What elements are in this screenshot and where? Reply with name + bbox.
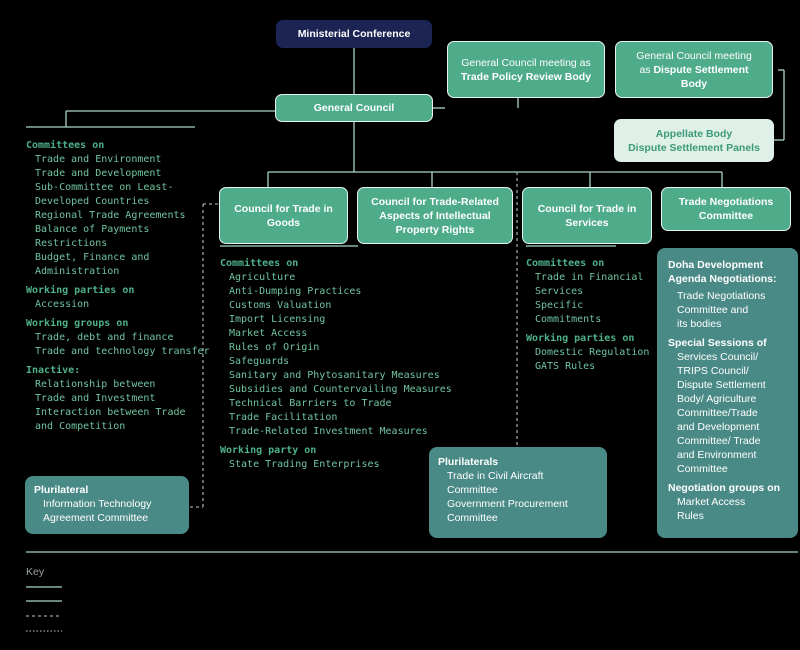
- panel-item: Committee: [447, 484, 498, 496]
- panel-heading: Special Sessions of: [668, 337, 767, 349]
- list-item: Budget, Finance and: [35, 252, 150, 263]
- list-item: Trade Facilitation: [229, 412, 338, 423]
- panel-item: and Development: [677, 421, 760, 433]
- panel-item: Body/ Agriculture: [677, 393, 757, 405]
- list-item: Technical Barriers to Trade: [229, 398, 392, 409]
- panel-item: Government Procurement: [447, 498, 568, 510]
- ministerial-conference-box: Ministerial Conference: [276, 20, 432, 48]
- group-heading: Working party on: [220, 445, 317, 456]
- list-item: Administration: [35, 266, 120, 277]
- group-heading: Committees on: [220, 258, 299, 269]
- panel-item: Trade in Civil Aircraft: [447, 470, 544, 482]
- group-heading: Inactive:: [26, 365, 81, 376]
- list-item: Relationship between: [35, 379, 156, 390]
- panel-item: and Environment: [677, 449, 757, 461]
- list-item: Safeguards: [229, 356, 290, 367]
- council-goods-box: Council for Trade in Goods: [219, 187, 348, 244]
- panel-item: Information Technology: [43, 498, 152, 510]
- list-item: Specific: [535, 300, 584, 311]
- council-goods-label: Council for Trade in Goods: [234, 202, 333, 229]
- list-item: Services: [535, 286, 584, 297]
- council-trips-box: Council for Trade-Related Aspects of Int…: [357, 187, 513, 244]
- list-item: Interaction between Trade: [35, 407, 186, 418]
- list-item: Trade and Investment: [35, 393, 156, 404]
- list-item: Trade and Environment: [35, 154, 162, 165]
- tnc-label: Trade Negotiations Committee: [678, 196, 774, 222]
- dispute-panels-label: Dispute Settlement Panels: [628, 141, 760, 154]
- general-council-box: General Council: [275, 94, 433, 122]
- panel-item: its bodies: [677, 318, 722, 330]
- list-item: Developed Countries: [35, 196, 150, 207]
- group-heading: Committees on: [26, 140, 105, 151]
- list-item: and Competition: [35, 421, 126, 432]
- list-item: Domestic Regulation: [535, 347, 650, 358]
- group-heading: Working parties on: [26, 285, 135, 296]
- list-item: Trade, debt and finance: [35, 332, 174, 343]
- list-item: Market Access: [229, 328, 308, 339]
- list-item: Restrictions: [35, 238, 108, 249]
- list-item: Trade and technology transfer: [35, 346, 210, 357]
- gc-dsb-label: General Council meeting as Dispute Settl…: [636, 49, 752, 90]
- list-item: Trade-Related Investment Measures: [229, 426, 428, 437]
- panel-item: TRIPS Council/: [677, 365, 749, 377]
- panel-item: Agreement Committee: [43, 512, 149, 524]
- panel-item: Committee and: [677, 304, 749, 316]
- council-services-box: Council for Trade in Services: [522, 187, 652, 244]
- panel-heading: Plurilaterals: [438, 456, 499, 468]
- gc-tprb-box: General Council meeting as Trade Policy …: [447, 41, 605, 98]
- list-item: Rules of Origin: [229, 342, 320, 353]
- group-heading: Committees on: [526, 258, 605, 269]
- panel-heading: Plurilateral: [34, 484, 89, 496]
- council-services-label: Council for Trade in Services: [537, 202, 637, 229]
- panel-item: Committee: [677, 463, 728, 475]
- list-item: Import Licensing: [229, 314, 326, 325]
- gc-dsb-box: General Council meeting as Dispute Settl…: [615, 41, 773, 98]
- list-item: Trade and Development: [35, 168, 162, 179]
- list-item: Customs Valuation: [229, 300, 332, 311]
- ministerial-conference-label: Ministerial Conference: [297, 28, 411, 40]
- panel-item: Committee/Trade: [677, 407, 758, 419]
- panel-heading: Negotiation groups on: [668, 482, 780, 494]
- appellate-body-label: Appellate Body: [655, 127, 733, 140]
- panel-item: Rules: [677, 510, 704, 522]
- gc-tprb-label: General Council meeting as Trade Policy …: [460, 56, 592, 83]
- group-heading: Working parties on: [526, 333, 635, 344]
- panel-item: Services Council/: [677, 351, 759, 363]
- list-item: Trade in Financial: [535, 272, 644, 283]
- list-item: Agriculture: [229, 272, 296, 283]
- council-trips-label: Council for Trade-Related Aspects of Int…: [371, 195, 499, 236]
- panel-item: Market Access: [677, 496, 746, 508]
- panel-item: Committee: [447, 512, 498, 524]
- group-heading: Working groups on: [26, 318, 129, 329]
- list-item: Sub-Committee on Least-: [35, 182, 174, 193]
- list-item: State Trading Enterprises: [229, 459, 380, 470]
- list-item: Subsidies and Countervailing Measures: [229, 384, 452, 395]
- list-item: Balance of Payments: [35, 224, 150, 235]
- list-item: Sanitary and Phytosanitary Measures: [229, 370, 440, 381]
- list-item: Commitments: [535, 314, 602, 325]
- list-item: GATS Rules: [535, 361, 596, 372]
- panel-item: Dispute Settlement: [677, 379, 766, 391]
- key-title: Key: [26, 566, 45, 578]
- panel-heading: Doha Development: [668, 259, 764, 271]
- list-item: Regional Trade Agreements: [35, 210, 186, 221]
- list-item: Anti-Dumping Practices: [229, 286, 362, 297]
- panel-item: Trade Negotiations: [677, 290, 766, 302]
- tnc-box: Trade Negotiations Committee: [661, 187, 791, 231]
- panel-heading: Agenda Negotiations:: [668, 273, 777, 285]
- appellate-box: Appellate Body Dispute Settlement Panels: [614, 119, 774, 162]
- list-item: Accession: [35, 299, 90, 310]
- general-council-label: General Council: [313, 102, 395, 114]
- panel-item: Committee/ Trade: [677, 435, 761, 447]
